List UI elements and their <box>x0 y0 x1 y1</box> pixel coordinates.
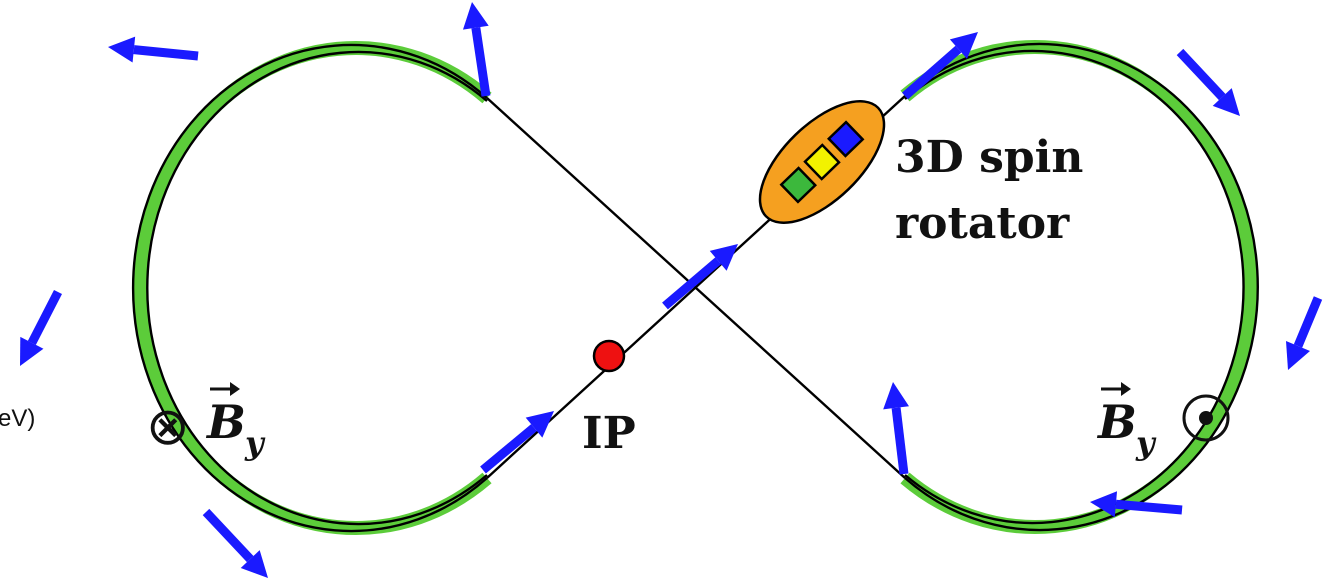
field-label-right: B y <box>1096 382 1230 462</box>
right-ring-beamline-outer <box>904 42 1259 532</box>
spin-vectors <box>20 2 1323 578</box>
spin-arrow-left-top <box>108 36 199 63</box>
spin-arrow-right-top <box>1176 48 1240 116</box>
right-ring-band <box>900 40 1258 534</box>
spin-arrow-right-side-shaft <box>1293 296 1323 348</box>
ip-label: IP <box>582 408 636 459</box>
cropped-edge-text: eV) <box>0 405 35 432</box>
spin-arrow-ip-straight-shaft <box>662 257 722 310</box>
field-left-base: B <box>205 395 246 449</box>
field-right-vector-arrow <box>1101 382 1131 396</box>
spin-arrow-right-bottom-shaft <box>1115 499 1183 515</box>
spin-arrow-left-top-shaft <box>133 45 199 61</box>
field-right-base: B <box>1096 395 1137 449</box>
spin-arrow-right-top-shaft <box>1176 48 1226 101</box>
right-ring <box>900 40 1259 534</box>
spin-arrow-right-lower-join-head <box>883 382 909 410</box>
spin-arrow-rotator-exit-shaft <box>902 45 962 100</box>
spin-arrow-right-top-head <box>1212 88 1240 116</box>
spin-arrow-ip-straight-head <box>709 244 738 271</box>
field-into-page-symbol: ⊗ <box>146 398 190 456</box>
spin-arrow-left-bottom-shaft <box>202 508 254 563</box>
spin-arrow-left-upper-join <box>462 2 491 97</box>
field-label-left: ⊗ B y <box>146 382 266 462</box>
spin-arrow-left-upper-join-shaft <box>471 27 491 97</box>
spin-arrow-rotator-exit <box>902 32 978 100</box>
spin-arrow-left-side-shaft <box>27 289 63 345</box>
spin-arrow-left-lower-join-head <box>525 411 554 438</box>
left-ring-beamline-outer <box>131 43 488 533</box>
rotator-magnet-blue <box>827 120 865 158</box>
rotator-magnet-yellow <box>803 143 841 181</box>
spin-arrow-left-lower-join <box>480 411 554 474</box>
interaction-point <box>592 339 626 373</box>
spin-arrow-left-bottom <box>202 508 268 578</box>
field-right-subscript: y <box>1135 424 1157 462</box>
spin-arrow-rotator-exit-head <box>949 32 978 59</box>
spin-rotator-label-line1: 3D spin <box>895 132 1083 183</box>
rotator-magnet-green <box>779 166 817 204</box>
spin-rotator <box>758 100 886 224</box>
field-out-of-page-symbol <box>1182 394 1230 442</box>
spin-arrow-left-side <box>20 289 63 366</box>
field-left-vector-arrow <box>210 382 240 396</box>
spin-arrow-right-lower-join-shaft <box>891 407 909 475</box>
field-left-subscript: y <box>244 424 266 462</box>
spin-arrow-right-bottom-head <box>1090 491 1118 518</box>
left-ring-beamline-inner <box>146 50 488 526</box>
spin-arrow-right-side <box>1286 296 1323 370</box>
spin-arrow-ip-straight <box>662 244 738 310</box>
left-ring <box>131 41 492 535</box>
spin-arrow-left-lower-join-shaft <box>480 424 537 474</box>
spin-arrow-right-lower-join <box>883 382 909 475</box>
spin-arrow-left-top-head <box>108 36 136 63</box>
right-ring-beamline-inner <box>904 49 1245 525</box>
spin-arrow-left-upper-join-head <box>462 2 489 30</box>
spin-arrow-right-bottom <box>1090 491 1183 518</box>
spin-arrow-left-side-head <box>20 336 44 366</box>
spin-arrow-right-side-head <box>1286 341 1310 370</box>
spin-arrow-left-bottom-head <box>240 550 268 578</box>
spin-rotator-label-line2: rotator <box>895 198 1070 249</box>
left-ring-band <box>133 41 492 535</box>
